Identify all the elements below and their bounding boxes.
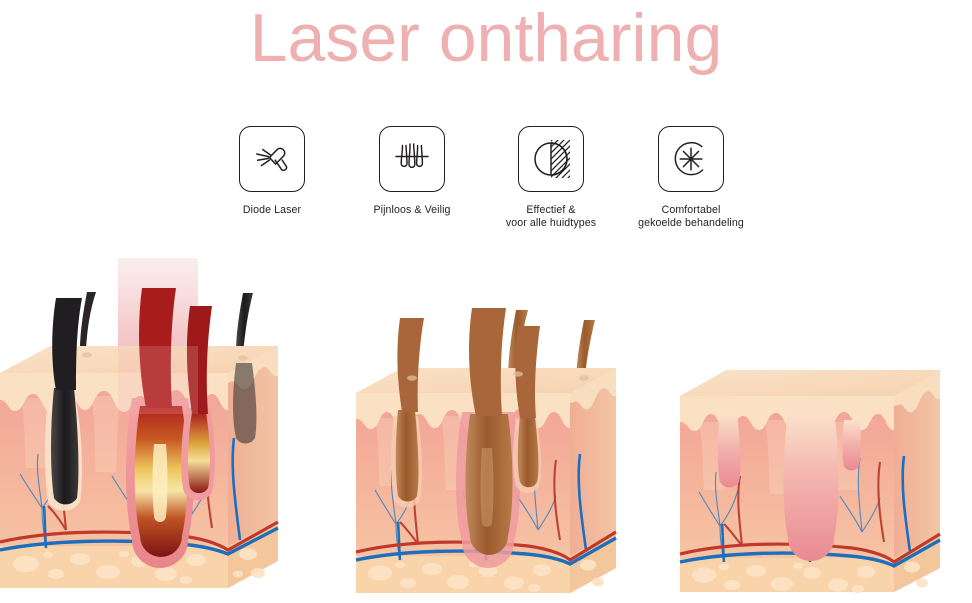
feature-item-effective-all-skintypes[interactable]: Effectief & voor alle huidtypes [488,126,614,230]
follicle-heated-center [126,288,194,568]
feature-label: Comfortabel gekoelde behandeling [638,204,744,230]
feature-list: Diode Laser Pijnloos & Veilig [0,126,972,246]
follicle-heated-small [181,306,215,501]
feature-label: Pijnloos & Veilig [373,204,451,216]
follicle-mouths-top-face [407,371,589,381]
skin-block-regrowth [348,288,658,603]
feature-icon-frame [518,126,584,192]
feature-icon-frame [379,126,445,192]
feature-icon-frame [239,126,305,192]
feature-item-cooled-treatment[interactable]: Comfortabel gekoelde behandeling [626,126,756,230]
half-shaded-circle-icon [534,140,570,178]
deep-vein [679,538,941,568]
follicle-black-left [45,298,83,511]
follicle-brown-left [391,318,424,508]
feature-icon-frame [658,126,724,192]
feature-label: Effectief & voor alle huidtypes [505,204,597,230]
epidermis-top-face [680,370,940,396]
skin-right-face [894,370,940,592]
follicle-mouths-top-face [82,352,248,361]
follicle-black-right [233,363,257,444]
fat-globules [368,559,604,592]
skin-right-face [570,368,616,593]
snowflake-cooling-icon [674,141,704,176]
follicle-brown-center [456,308,520,568]
feature-item-diode-laser[interactable]: Diode Laser [212,126,332,217]
feature-label: Diode Laser [242,204,302,216]
empty-follicle-center [783,412,839,561]
skin-block-hair-free [672,330,972,602]
fat-globules [692,561,928,593]
fat-globules [13,548,265,584]
laser-beam-on-skin [118,346,198,414]
follicle-brown-right [513,326,542,493]
feature-item-painless-safe[interactable]: Pijnloos & Veilig [352,126,472,217]
skin-block-laser-treatment [0,258,320,603]
laser-handpiece-icon [256,147,288,172]
empty-follicle-right [842,420,861,471]
hair-follicles-icon [395,143,429,169]
deep-artery [679,532,941,564]
page-title: Laser ontharing [249,0,723,76]
empty-follicle-left [717,414,741,488]
